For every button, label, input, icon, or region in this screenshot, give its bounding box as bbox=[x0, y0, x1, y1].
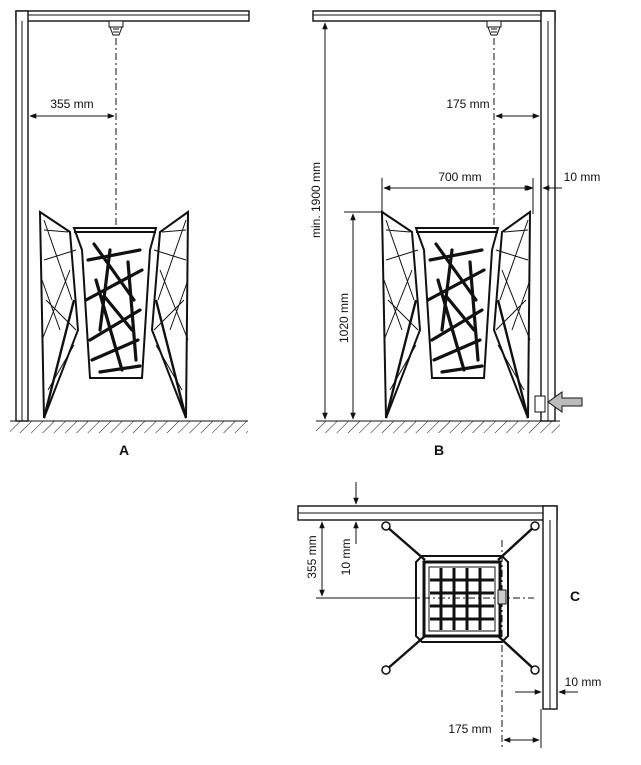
panel-a: 355 mm A bbox=[10, 10, 250, 458]
dim-b-ceiling-clearance: 175 mm bbox=[446, 97, 489, 111]
panel-label-c: C bbox=[570, 588, 580, 604]
ceiling-sensor-b bbox=[486, 20, 502, 36]
floor-b bbox=[316, 421, 560, 433]
ceiling-a bbox=[15, 10, 250, 22]
dim-a-side-clearance: 355 mm bbox=[50, 97, 93, 111]
wall-connection-box bbox=[534, 395, 546, 413]
heater-b bbox=[380, 210, 532, 419]
ceiling-sensor-a bbox=[108, 20, 124, 36]
dim-c-wall-gap-top: 10 mm bbox=[339, 539, 353, 576]
dim-c-front-clearance: 175 mm bbox=[448, 722, 491, 736]
panel-label-a: A bbox=[119, 442, 129, 458]
dim-b-min-height: min. 1900 mm bbox=[309, 162, 323, 238]
heater-a bbox=[38, 210, 190, 419]
connection-arrow-icon bbox=[547, 391, 583, 413]
heater-c-top bbox=[415, 555, 509, 643]
panel-label-b: B bbox=[434, 442, 444, 458]
dim-b-wall-gap: 10 mm bbox=[564, 170, 601, 184]
ceiling-b bbox=[312, 10, 556, 22]
panel-c: 355 mm 10 mm 10 mm 175 mm C bbox=[297, 482, 602, 748]
dim-b-heater-height: 1020 mm bbox=[337, 293, 351, 343]
dim-c-wall-gap-right: 10 mm bbox=[565, 675, 602, 689]
heater-c-legs bbox=[381, 521, 540, 675]
floor-a bbox=[10, 421, 248, 433]
panel-b: 175 mm 700 mm 10 mm min. 1900 mm 1020 mm bbox=[309, 10, 601, 458]
dim-b-heater-width: 700 mm bbox=[438, 170, 481, 184]
dim-c-side-clearance: 355 mm bbox=[305, 535, 319, 578]
